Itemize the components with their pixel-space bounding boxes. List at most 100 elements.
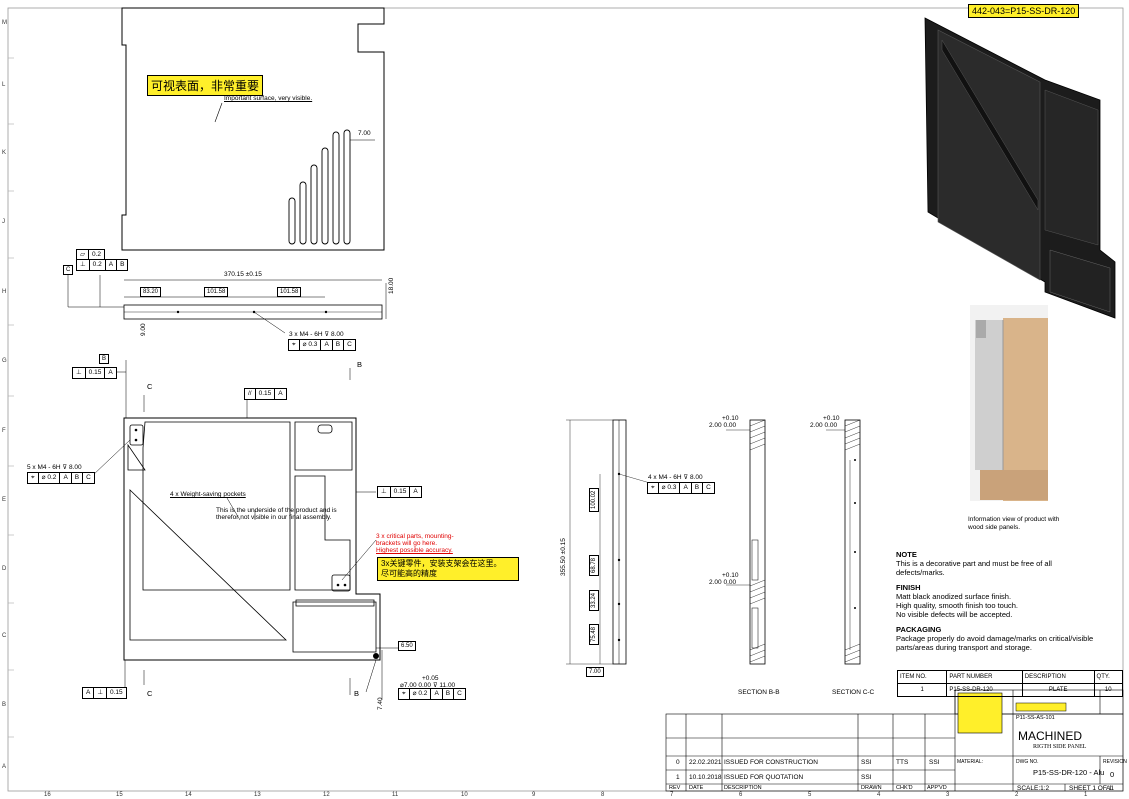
- sheet-border: [7, 7, 1124, 792]
- zone-row-l: L: [2, 82, 6, 88]
- note-heading: NOTE: [896, 550, 917, 559]
- weight-saving-pockets-note: 4 x Weight-saving pockets: [170, 491, 246, 498]
- rev-1-no: 1: [676, 774, 680, 781]
- rev-header-date: DATE: [689, 785, 704, 791]
- main-view-pockets: [127, 421, 377, 653]
- drawing-tag: 442-043=P15-SS-DR-120: [968, 4, 1080, 18]
- zone-col-13: 13: [254, 792, 261, 798]
- rev-1-desc: ISSUED FOR QUOTATION: [724, 774, 804, 781]
- section-c-marker-bottom: C: [147, 689, 153, 698]
- perpendicularity-frame-bottom: A ⊥ 0.15: [82, 687, 127, 699]
- perpendicular-icon: ⊥: [378, 487, 391, 497]
- hole-note: ⌀7.00 0.00 ⊽ 11.00: [400, 682, 456, 689]
- zone-col-5: 5: [808, 792, 812, 798]
- product-photo: [970, 305, 1048, 501]
- critical-note-line2: brackets will go here.: [376, 540, 438, 547]
- hole-tolerance: +0.05: [422, 675, 439, 682]
- title-highlight-field: [1015, 702, 1067, 712]
- datum-b-main: B: [99, 354, 110, 364]
- perpendicular-icon: ⊥: [73, 368, 86, 378]
- dim-83-20: 83.20: [140, 287, 162, 297]
- title-machined: MACHINED: [1018, 729, 1083, 743]
- title-block-grid: [665, 689, 1124, 792]
- underside-note-line1: This is the underside of the product and…: [216, 507, 337, 514]
- position-icon: ⌖: [28, 473, 39, 483]
- rev-0-approved: SSI: [929, 759, 940, 766]
- ref-dwg-label: P11-SS-AS-101: [1016, 715, 1055, 721]
- zone-col-6: 6: [739, 792, 743, 798]
- zone-row-g: G: [2, 358, 7, 364]
- title-scale: SCALE:1:2: [1017, 785, 1050, 792]
- section-c-label: SECTION C-C: [832, 689, 875, 696]
- position-frame-main: ⌖ ⌀ 0.2 A B C: [27, 472, 95, 484]
- packaging-heading: PACKAGING: [896, 625, 942, 634]
- dim-9: 9.00: [140, 323, 147, 336]
- rev-header-approved: APP'VD: [927, 785, 947, 791]
- title-revision: 0: [1110, 770, 1115, 779]
- zone-row-c: C: [2, 633, 7, 639]
- perpendicular-icon: ⊥: [77, 260, 90, 270]
- zone-row-k: K: [2, 150, 7, 156]
- top-view-outline: [121, 7, 385, 251]
- section-b-tol-mid: +0.10: [722, 572, 739, 579]
- rev-0-desc: ISSUED FOR CONSTRUCTION: [724, 759, 818, 766]
- datum-c-side: C: [63, 265, 74, 275]
- position-icon: ⌖: [399, 689, 410, 699]
- rev-header-checked: CHK'D: [896, 785, 913, 791]
- section-b-tol-mid-val: 2.00 0.00: [709, 579, 737, 586]
- dim-height-18: 18.00: [388, 277, 395, 294]
- section-b-tol-top: +0.10: [722, 415, 739, 422]
- rev-header-drawn: DRAWN: [861, 785, 882, 791]
- visible-surface-en-label: Important surface, very visible.: [224, 95, 313, 102]
- visible-surface-cn-label: 可视表面，非常重要: [147, 75, 264, 96]
- perpendicularity-frame-side: ⊥ 0.2 A B: [76, 259, 129, 271]
- section-b-marker-bottom: B: [354, 689, 360, 698]
- rev-header-rev: REV: [669, 785, 681, 791]
- perpendicularity-frame-right: ⊥ 0.15 A: [377, 486, 422, 498]
- parallelism-frame: // 0.15 A: [244, 388, 287, 400]
- dim-101-58-b: 101.58: [277, 287, 302, 297]
- side-view: [67, 275, 387, 334]
- title-sheet: SHEET 1 OF 1: [1069, 785, 1113, 792]
- top-view-slots: [288, 129, 351, 245]
- section-b-marker-top: B: [357, 360, 363, 369]
- zone-col-11: 11: [392, 792, 399, 798]
- zone-row-m: M: [2, 20, 7, 26]
- iso-view: [924, 17, 1116, 319]
- dim-top-7: 7.00: [358, 130, 371, 137]
- parallel-icon: //: [245, 389, 256, 399]
- title-size: A1: [1106, 785, 1114, 792]
- zone-ticks: [8, 57, 14, 738]
- dim-100-02: 100.02: [589, 487, 599, 512]
- zone-col-14: 14: [185, 792, 192, 798]
- rev-0-no: 0: [676, 759, 680, 766]
- finish-heading: FINISH: [896, 583, 921, 592]
- zone-col-15: 15: [116, 792, 123, 798]
- position-icon: ⌖: [289, 340, 300, 350]
- section-b-tol-top-val: 2.00 0.00: [709, 422, 737, 429]
- section-b-hatched: [726, 419, 766, 665]
- title-dwg-number: P15-SS-DR-120 - Alu: [1033, 768, 1105, 777]
- photo-caption-line1: Information view of product with: [968, 516, 1060, 523]
- rev-1-date: 10.10.2018: [689, 774, 722, 781]
- thread-note-3x: 3 x M4 - 6H ⊽ 8.00: [289, 331, 344, 338]
- underside-note-line2: therefor not visible in our final assemb…: [216, 514, 332, 521]
- zone-col-3: 3: [946, 792, 950, 798]
- section-c-marker-top: C: [147, 382, 153, 391]
- position-frame-side: ⌖ ⌀ 0.3 A B C: [288, 339, 356, 351]
- dim-7-40: 7.40: [377, 697, 384, 710]
- perpendicular-icon: ⊥: [94, 688, 108, 698]
- bom-header-row: ITEM NO. PART NUMBER DESCRIPTION QTY.: [896, 670, 1124, 684]
- dim-section-b-width: 7.00: [586, 667, 604, 677]
- position-frame-section-b: ⌖ ⌀ 0.3 A B C: [647, 482, 715, 494]
- revision-label: REVISION: [1103, 759, 1127, 765]
- title-subtitle: RIGTH SIDE PANEL: [1033, 744, 1087, 750]
- section-c-tol: +0.10: [823, 415, 840, 422]
- dwg-no-label: DWG NO.: [1016, 759, 1039, 765]
- dim-overall-length: 370.15 ±0.15: [224, 271, 262, 278]
- dim-75-48: 75.48: [589, 623, 599, 645]
- critical-note-line1: 3 x critical parts, mounting-: [376, 533, 454, 540]
- main-view-leaders: [91, 360, 400, 700]
- perpendicularity-frame-main: ⊥ 0.15 A: [72, 367, 117, 379]
- dim-101-58-a: 101.58: [204, 287, 229, 297]
